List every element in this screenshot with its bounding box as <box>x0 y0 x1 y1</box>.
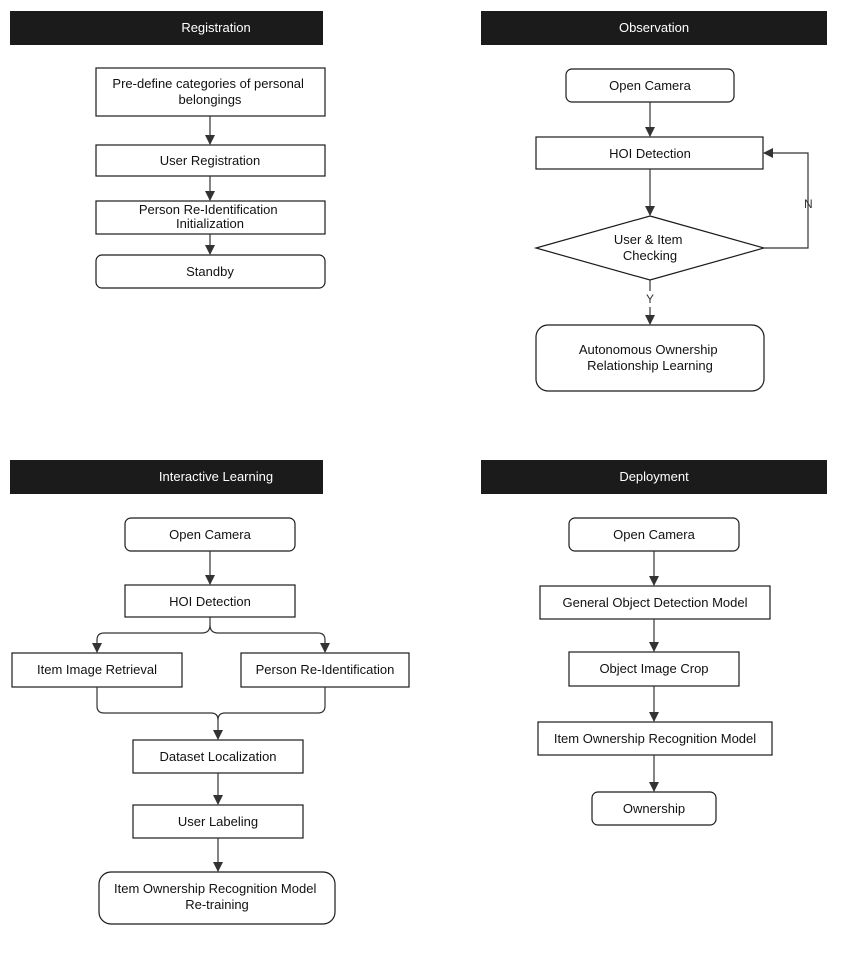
reid-initialization-label: Person Re-Identification Initialization <box>139 202 281 231</box>
obs-hoi-detection-label: HOI Detection <box>609 146 691 161</box>
predefine-categories-line-2: belongings <box>179 92 242 107</box>
registration-header <box>10 11 323 45</box>
standby-box <box>95 254 326 289</box>
deployment-title: Deployment <box>619 469 689 484</box>
observation-title: Observation <box>619 20 689 35</box>
predefine-categories-label: Pre-define categories of personal belong… <box>112 76 307 107</box>
yes-label-background <box>643 291 657 307</box>
il-hoi-detection-label: HOI Detection <box>169 594 251 609</box>
dep-open-camera-label: Open Camera <box>613 527 695 542</box>
obs-open-camera-label: Open Camera <box>609 78 691 93</box>
image-crop-box <box>568 651 740 687</box>
interactive-learning-panel: Interactive Learning Open Camera HOI Det… <box>10 460 410 925</box>
general-detection-label: General Object Detection Model <box>563 595 748 610</box>
person-reid-box <box>240 652 410 688</box>
retraining-box <box>98 871 336 925</box>
registration-panel: Registration Pre-define categories of pe… <box>10 11 326 289</box>
standby-label: Standby <box>186 264 234 279</box>
reid-initialization-box <box>95 200 326 235</box>
observation-header <box>481 11 827 45</box>
user-labeling-box <box>132 804 304 839</box>
interactive-learning-header <box>10 460 323 494</box>
retraining-line-2: Re-training <box>185 897 249 912</box>
arrow-checking-no-loop <box>763 148 809 249</box>
item-image-retrieval-label: Item Image Retrieval <box>37 662 157 677</box>
deployment-header <box>481 460 827 494</box>
il-open-camera-label: Open Camera <box>169 527 251 542</box>
predefine-categories-line-1: Pre-define categories of personal <box>112 76 304 91</box>
person-reid-label: Person Re-Identification <box>256 662 395 677</box>
no-branch-label: N <box>804 197 813 211</box>
deployment-panel: Deployment Open Camera General Object De… <box>481 460 827 826</box>
ownership-model-label: Item Ownership Recognition Model <box>554 731 756 746</box>
ownership-label: Ownership <box>623 801 685 816</box>
ownership-learning-line-2: Relationship Learning <box>587 358 713 373</box>
user-item-checking-line-1: User & Item <box>614 232 683 247</box>
registration-title: Registration <box>181 20 250 35</box>
split-connector-hoi <box>92 617 211 653</box>
observation-panel: Observation Open Camera HOI Detection Us… <box>481 11 827 392</box>
user-registration-box <box>95 144 326 177</box>
reid-initialization-line-1: Person Re-Identification <box>139 202 278 217</box>
dataset-localization-box <box>132 739 304 774</box>
il-hoi-detection-box <box>124 584 296 618</box>
image-crop-label: Object Image Crop <box>599 661 708 676</box>
ownership-learning-line-1: Autonomous Ownership <box>579 342 718 357</box>
general-detection-box <box>539 585 771 620</box>
reid-initialization-line-2: Initialization <box>176 216 244 231</box>
dataset-localization-label: Dataset Localization <box>159 749 276 764</box>
item-image-retrieval-box <box>11 652 183 688</box>
obs-hoi-detection-box <box>535 136 764 170</box>
user-labeling-label: User Labeling <box>178 814 258 829</box>
ownership-learning-box <box>535 324 765 392</box>
user-registration-label: User Registration <box>160 153 260 168</box>
predefine-categories-box <box>95 67 326 117</box>
ownership-model-box <box>537 721 773 756</box>
user-item-checking-line-2: Checking <box>623 248 677 263</box>
user-item-checking-label: User & Item Checking <box>614 232 686 263</box>
merge-connector-right <box>213 687 326 740</box>
retraining-label: Item Ownership Recognition Model Re-trai… <box>114 881 320 912</box>
split-connector-right <box>209 624 330 653</box>
merge-connector-left <box>96 687 219 721</box>
ownership-learning-label: Autonomous Ownership Relationship Learni… <box>579 342 721 373</box>
yes-branch-label: Y <box>646 292 654 306</box>
ownership-box <box>591 791 717 826</box>
interactive-learning-title: Interactive Learning <box>159 469 273 484</box>
retraining-line-1: Item Ownership Recognition Model <box>114 881 316 896</box>
